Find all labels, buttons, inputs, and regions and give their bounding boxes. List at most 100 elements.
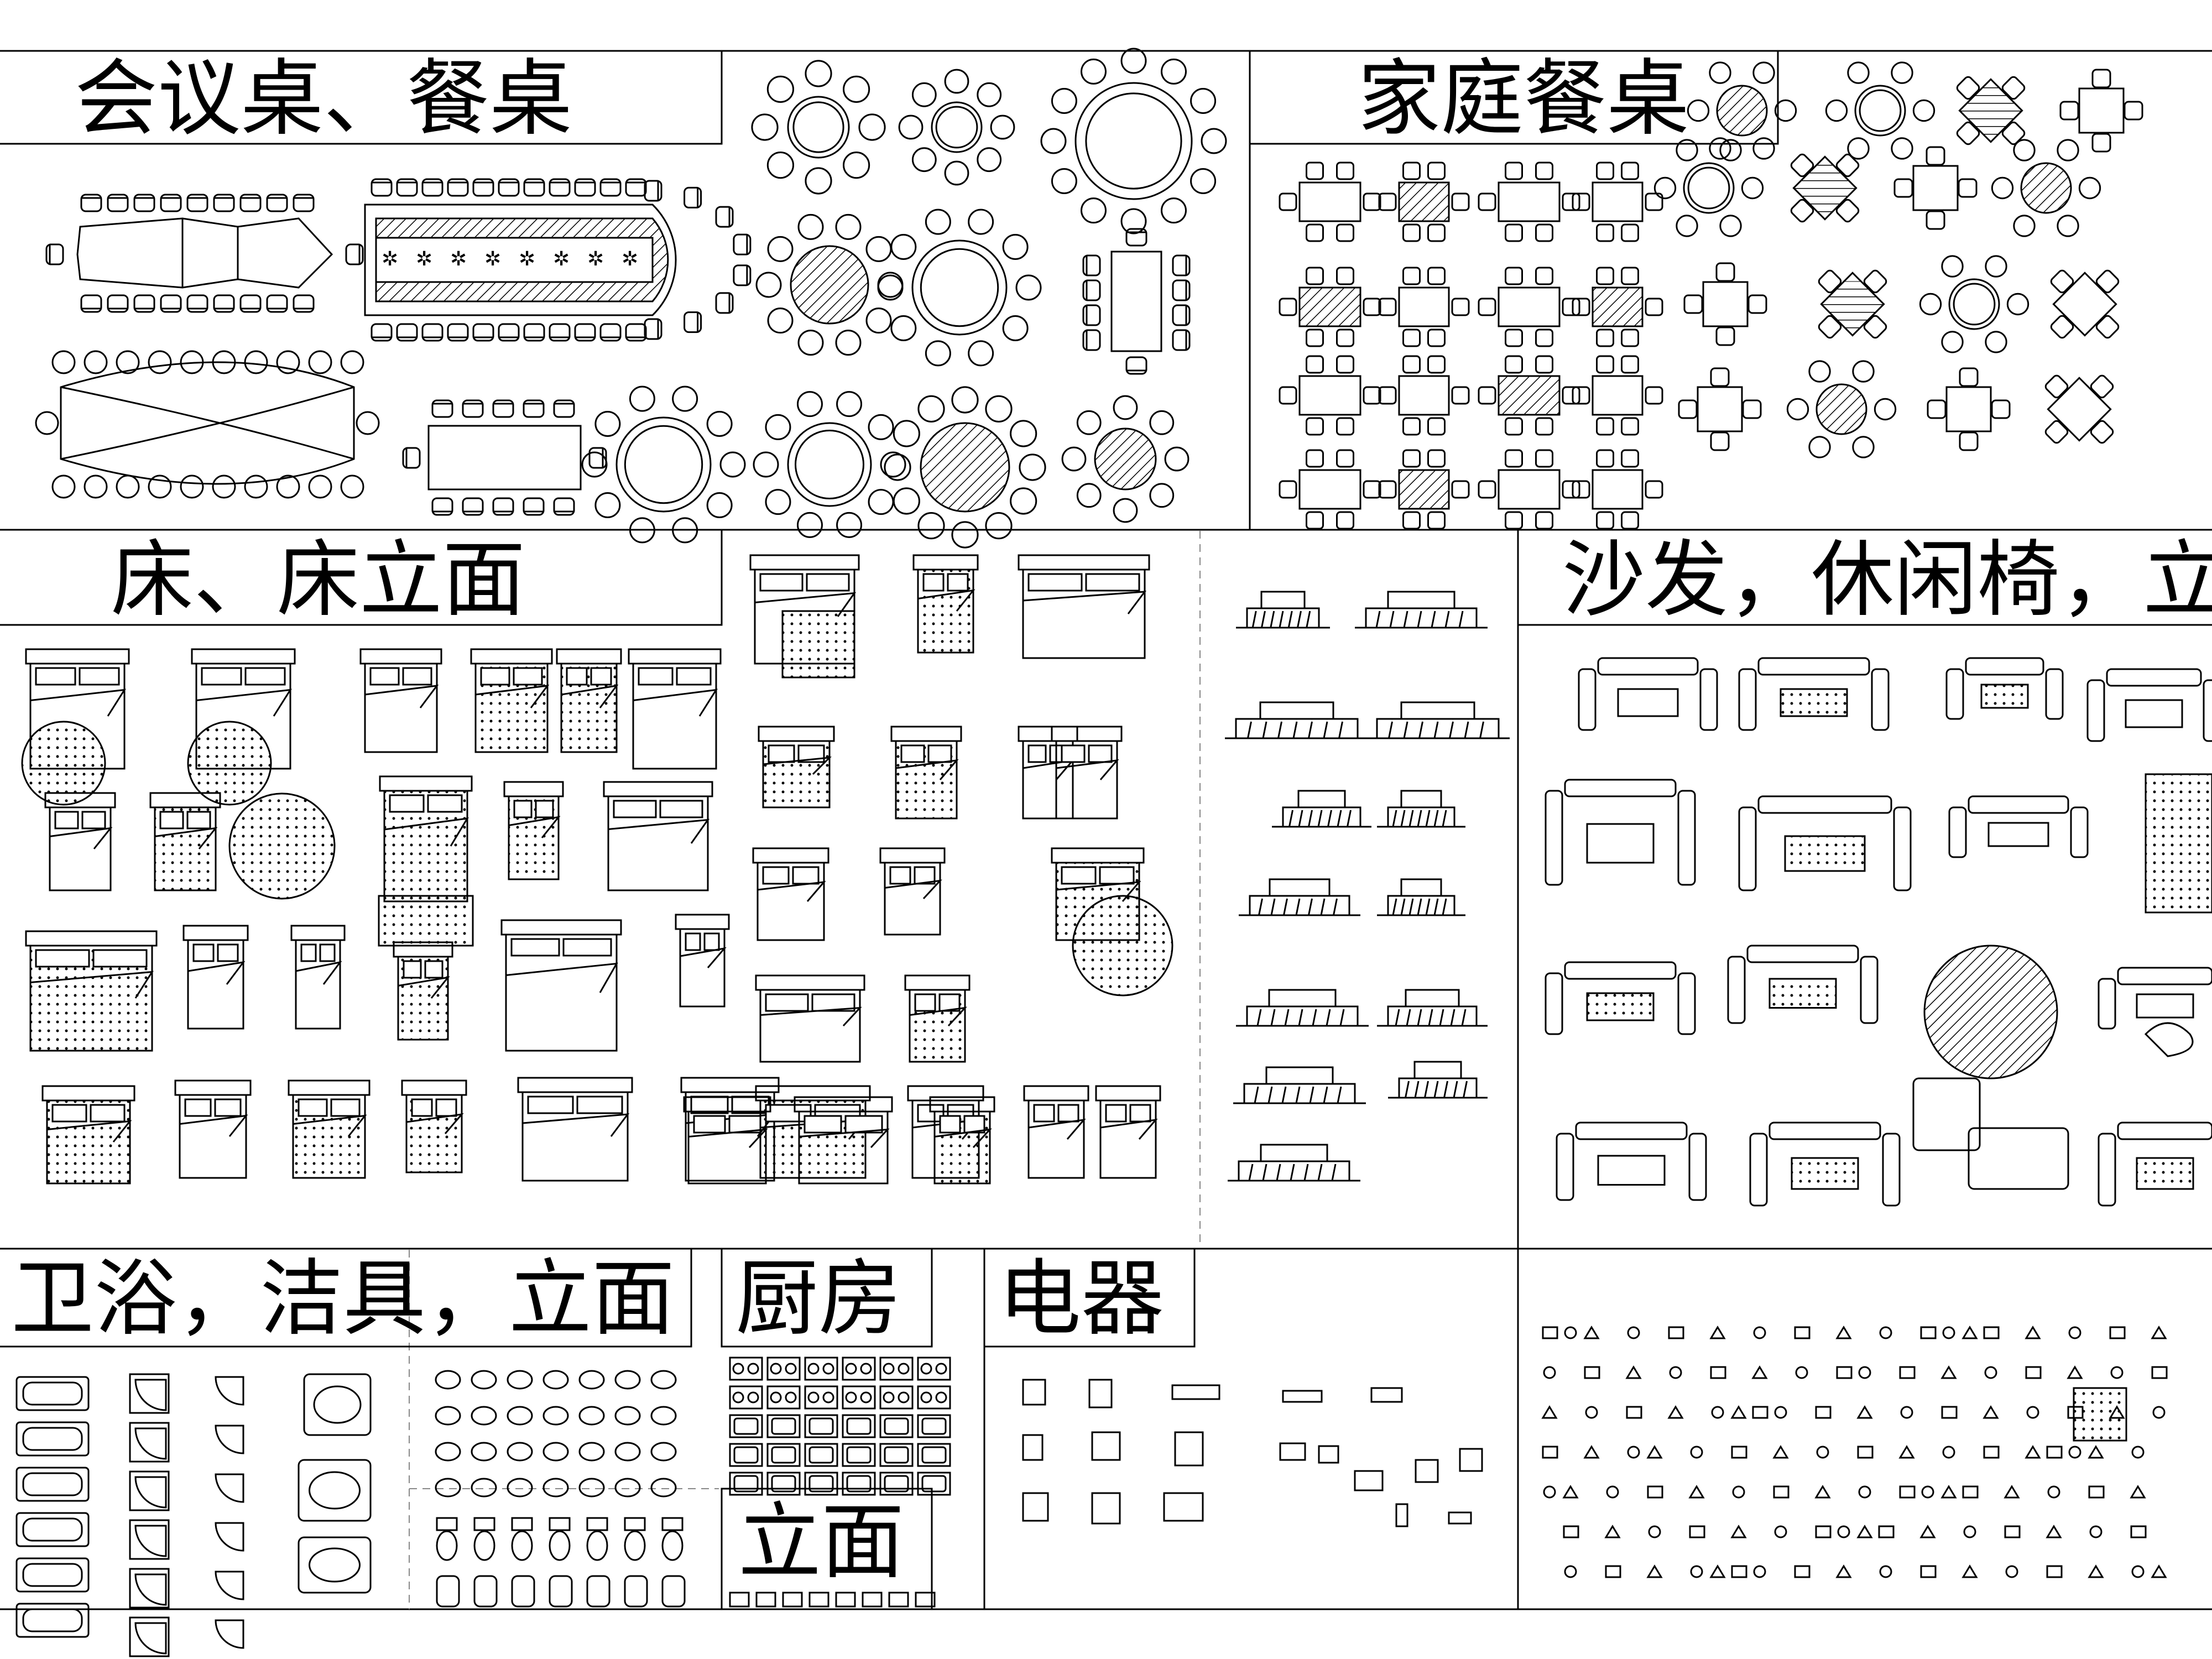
chair-symbol <box>835 330 862 356</box>
chair-symbol <box>1596 449 1614 468</box>
chair-symbol <box>1596 417 1614 436</box>
chair-symbol <box>1991 399 2011 419</box>
bed-symbol <box>470 648 553 753</box>
bed-elevation-symbol <box>1377 790 1465 828</box>
chair-symbol <box>1378 298 1397 316</box>
corner-basin-symbol <box>215 1473 244 1503</box>
chair-symbol <box>1451 192 1470 211</box>
chair-symbol <box>625 178 647 197</box>
bed-symbol <box>503 781 564 880</box>
chair-symbol <box>1786 398 1809 421</box>
chair-symbol <box>594 411 621 437</box>
chair-symbol <box>213 294 235 313</box>
round-table-symbol <box>1653 139 1764 237</box>
chair-symbol <box>629 385 655 412</box>
vase-symbol <box>1606 1485 1619 1499</box>
chair-symbol <box>842 75 870 103</box>
picture-frame-symbol <box>2088 1485 2105 1499</box>
chair-symbol <box>1120 48 1147 74</box>
toilet-elevation-symbol <box>624 1575 648 1608</box>
chair-symbol <box>1336 328 1354 347</box>
chair-symbol <box>985 512 1013 540</box>
chair-symbol <box>371 178 393 197</box>
plant-symbol <box>1772 1445 1789 1459</box>
bed-symbol <box>359 648 442 753</box>
chair-symbol <box>1306 328 1324 347</box>
chair-symbol <box>842 151 870 179</box>
bed-symbol <box>749 554 860 665</box>
corner-basin-symbol <box>215 1522 244 1552</box>
chair-symbol <box>836 512 863 538</box>
chair-symbol <box>396 323 418 342</box>
plant-symbol <box>1919 1525 1936 1538</box>
bed-elevation-symbol <box>1233 1066 1366 1104</box>
chair-symbol <box>402 447 421 469</box>
appliance-symbol <box>1091 1492 1121 1525</box>
picture-frame-symbol <box>1752 1406 1768 1419</box>
chair-symbol <box>644 180 662 202</box>
rect-dining-set-symbol <box>1572 161 1663 242</box>
round-table-symbol <box>1825 61 1936 160</box>
chair-symbol <box>1621 223 1639 242</box>
washbasin-symbol <box>650 1406 677 1426</box>
picture-frame-symbol <box>1689 1525 1705 1538</box>
stove-symbol <box>804 1385 838 1410</box>
chair-symbol <box>1645 386 1663 405</box>
sink-symbol <box>729 1472 763 1496</box>
chair-symbol <box>1306 417 1324 436</box>
bed-symbol <box>25 648 130 770</box>
square-dining-set-symbol <box>2044 374 2114 444</box>
jacuzzi-symbol <box>298 1536 372 1594</box>
appliance-symbol <box>1091 1431 1121 1461</box>
chair-symbol <box>212 350 236 374</box>
kitchen-elevation-symbol <box>755 1592 776 1608</box>
chair-symbol <box>865 236 892 262</box>
chair-symbol <box>421 323 444 342</box>
toilet-elevation-symbol <box>511 1575 535 1608</box>
vase-symbol <box>1690 1565 1703 1578</box>
chair-symbol <box>1991 176 2014 200</box>
chair-symbol <box>766 151 795 179</box>
vase-symbol <box>1753 1326 1766 1339</box>
chair-symbol <box>858 113 886 141</box>
appliance-symbol <box>1022 1492 1049 1522</box>
washbasin-symbol <box>507 1406 533 1426</box>
kitchen-elevation-symbol <box>888 1592 909 1608</box>
appliance-symbol <box>1171 1384 1220 1400</box>
plant-symbol <box>2067 1365 2083 1379</box>
vase-symbol <box>1669 1366 1682 1379</box>
chair-symbol <box>1427 417 1446 436</box>
square-dining-set-symbol <box>1790 153 1860 223</box>
plant-symbol <box>1583 1326 1600 1339</box>
vase-symbol <box>2131 1446 2145 1459</box>
plant-symbol <box>2088 1445 2104 1459</box>
chair-symbol <box>293 294 315 313</box>
washbasin-symbol <box>542 1442 569 1462</box>
washbasin-symbol <box>435 1442 461 1462</box>
chair-symbol <box>2050 269 2074 294</box>
chair-symbol <box>549 178 571 197</box>
picture-frame-symbol <box>1857 1446 1874 1459</box>
chair-symbol <box>1678 399 1698 419</box>
bed-symbol <box>556 648 622 753</box>
sink-symbol <box>917 1443 951 1467</box>
chair-symbol <box>1149 410 1175 435</box>
chair-symbol <box>45 243 64 265</box>
appliance-symbol <box>1318 1445 1339 1464</box>
vase-symbol <box>1879 1326 1892 1339</box>
chair-symbol <box>1505 449 1523 468</box>
chair-symbol <box>1958 178 1978 198</box>
washbasin-symbol <box>614 1370 641 1390</box>
picture-frame-symbol <box>2004 1525 2021 1538</box>
chair-symbol <box>968 340 994 367</box>
vase-symbol <box>1732 1485 1745 1499</box>
shower-tray-symbol <box>129 1568 170 1609</box>
vase-symbol <box>2005 1565 2018 1578</box>
section-title-appliances: 电器 <box>998 1251 1164 1347</box>
chair-symbol <box>1790 153 1814 178</box>
rug-symbol <box>781 610 855 679</box>
bed-symbol <box>1023 1085 1089 1179</box>
chair-symbol <box>1478 192 1496 211</box>
chair-symbol <box>447 178 469 197</box>
